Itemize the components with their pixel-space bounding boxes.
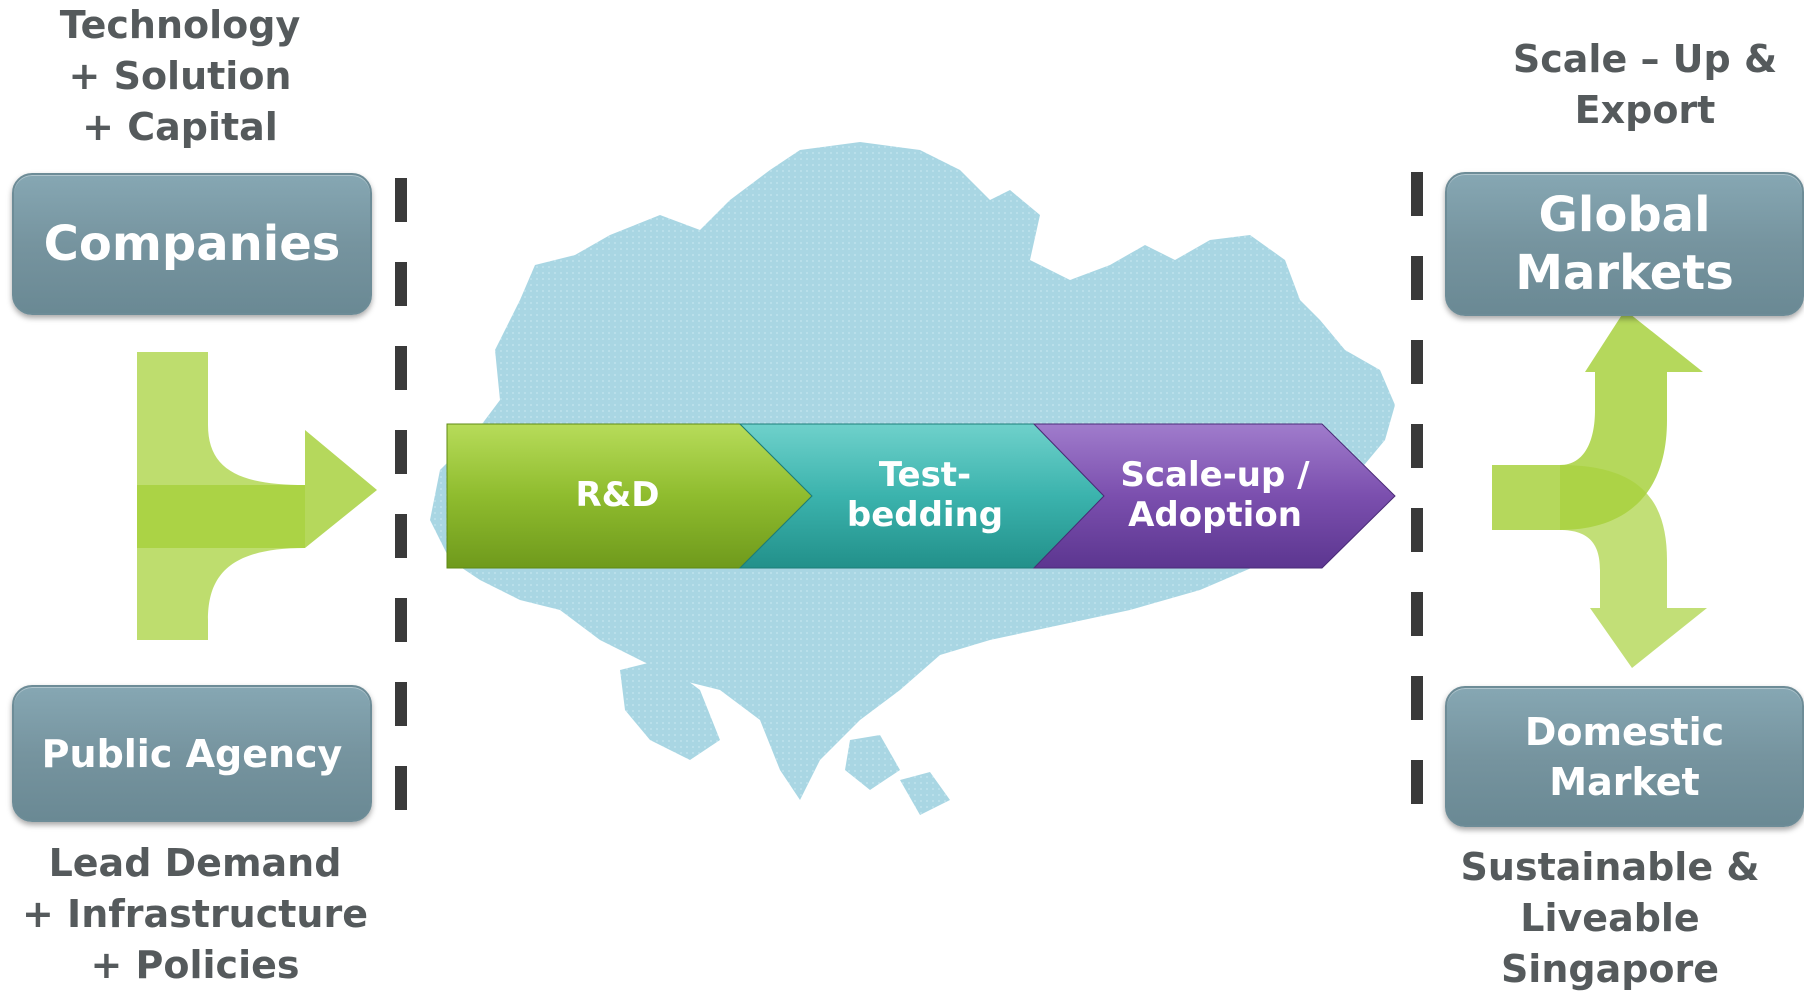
global-markets-box: Global Markets [1445, 172, 1804, 316]
domestic-market-box: Domestic Market [1445, 686, 1804, 827]
right-bottom-caption: Sustainable & Liveable Singapore [1460, 845, 1760, 991]
left-top-caption: Technology + Solution + Capital [59, 3, 301, 149]
split-arrow-icon [1492, 310, 1707, 668]
left-bottom-caption: Lead Demand + Infrastructure + Policies [21, 841, 368, 987]
step-scaleup-label: Scale-up / Adoption [1120, 455, 1310, 535]
island-shape [845, 735, 900, 790]
step-rd-label: R&D [575, 475, 660, 515]
step-testbedding-label: Test- bedding [846, 455, 1004, 535]
public-agency-box: Public Agency [12, 685, 372, 822]
process-chevrons [446, 423, 1396, 569]
island-shape [900, 772, 950, 815]
right-top-caption: Scale – Up & Export [1512, 37, 1778, 132]
merge-arrow-icon [137, 352, 377, 640]
chevron-scaleup [1032, 423, 1396, 569]
island-shape [620, 660, 720, 760]
companies-box: Companies [12, 173, 372, 315]
